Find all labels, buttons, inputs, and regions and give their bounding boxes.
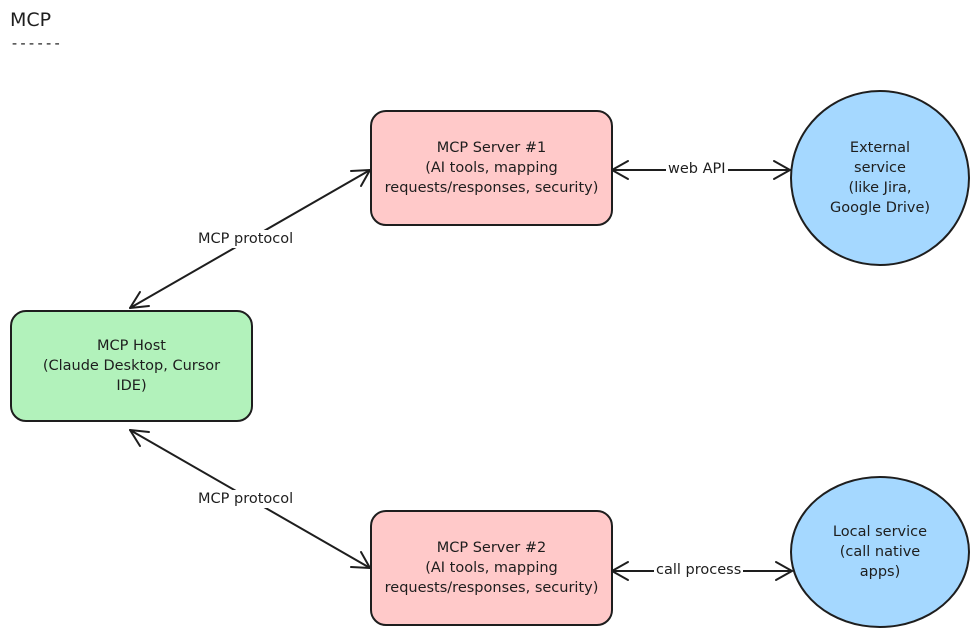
edge-label-call-process: call process <box>654 561 744 579</box>
title-underline: ------ <box>10 34 62 52</box>
mcp-server-2-node: MCP Server #2 (AI tools, mapping request… <box>370 510 613 626</box>
mcp-host-node: MCP Host (Claude Desktop, Cursor IDE) <box>10 310 253 422</box>
edge-label-mcp-protocol-2: MCP protocol <box>196 490 296 508</box>
mcp-server-1-node: MCP Server #1 (AI tools, mapping request… <box>370 110 613 226</box>
diagram-title: MCP <box>10 9 52 31</box>
edge-label-mcp-protocol-1: MCP protocol <box>196 230 296 248</box>
arrowhead-host2-end <box>129 429 150 447</box>
external-service-node: External service (like Jira, Google Driv… <box>790 90 970 266</box>
local-service-node: Local service (call native apps) <box>790 476 970 628</box>
arrowhead-host-end <box>129 291 150 309</box>
edge-label-web-api: web API <box>666 160 728 178</box>
